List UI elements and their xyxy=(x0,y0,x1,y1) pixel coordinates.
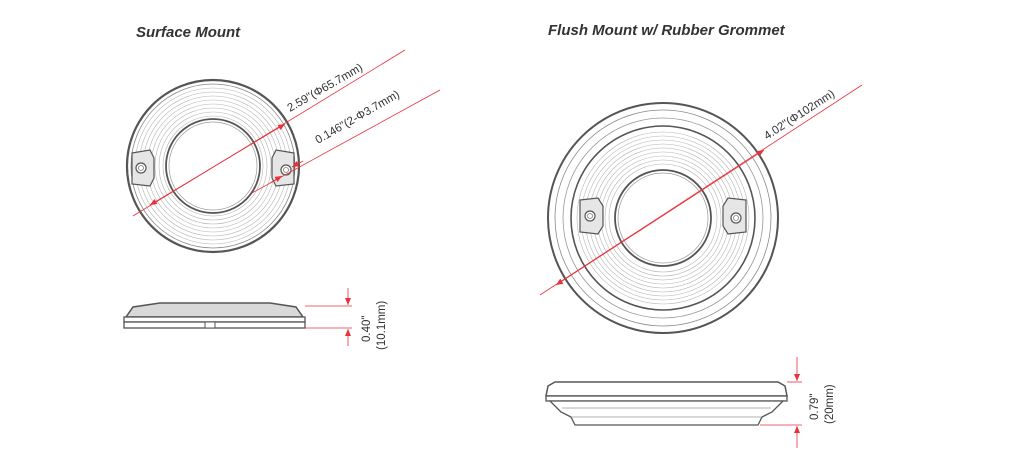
flush-diameter-label: 4.02"(Φ102mm) xyxy=(762,88,837,143)
flush-height-in-label: 0.79" xyxy=(809,394,821,420)
surface-mount-title: Surface Mount xyxy=(136,24,241,41)
surface-mount-top-view xyxy=(125,78,301,254)
surface-hole-line xyxy=(251,89,441,194)
left-mounting-tab xyxy=(131,149,155,187)
surface-diameter-label: 2.59"(Φ65.7mm) xyxy=(286,62,366,115)
flush-height-mm-label: (20mm) xyxy=(824,384,836,424)
flush-left-mounting-tab xyxy=(579,197,604,235)
flush-mount-side-view xyxy=(545,381,788,426)
surface-height-in-label: 0.40" xyxy=(361,316,373,342)
flush-mount-top-view xyxy=(547,102,779,334)
surface-height-mm-label: (10.1mm) xyxy=(376,301,388,350)
flush-mount-title: Flush Mount w/ Rubber Grommet xyxy=(548,22,785,39)
flush-right-mounting-tab xyxy=(722,197,747,235)
surface-mount-side-view xyxy=(123,302,306,329)
